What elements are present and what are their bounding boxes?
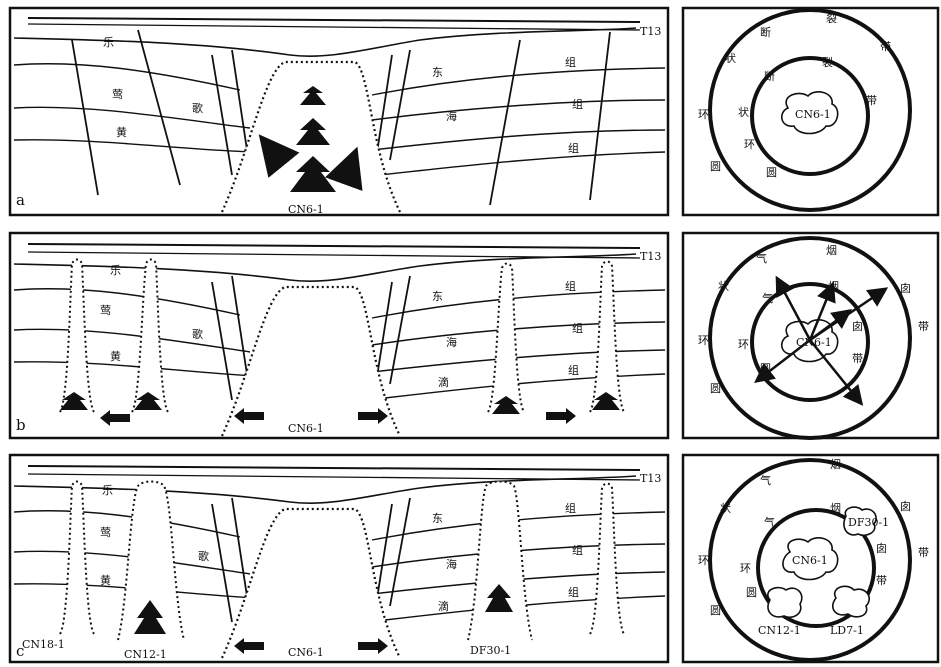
circle-char: 带 (880, 40, 891, 53)
formation-char: 组 (565, 279, 576, 293)
formation-char: 组 (572, 97, 583, 111)
circle-char: 圆 (710, 382, 721, 395)
formation-char: 组 (565, 501, 576, 515)
circle-char: 环 (698, 108, 709, 121)
circle-char: 烟 (830, 501, 841, 515)
circle-char: 环 (744, 138, 755, 151)
formation-char: 歌 (192, 101, 203, 115)
circle-well: LD7-1 (830, 624, 864, 637)
circle-char: 环 (738, 338, 749, 351)
formation-char: 东 (432, 512, 443, 525)
formation-char: 组 (572, 543, 583, 557)
circle-char: 环 (740, 562, 751, 575)
circle-char: 气 (756, 251, 767, 265)
panel-letter: a (16, 191, 25, 209)
formation-char: 歌 (198, 549, 209, 563)
formation-char: 组 (572, 321, 583, 335)
formation-char: 滴 (438, 599, 449, 613)
circle-char: 带 (918, 546, 929, 559)
circle-char: 带 (852, 352, 863, 365)
formation-char: 乐 (103, 36, 114, 49)
formation-char: 歌 (192, 327, 203, 341)
formation-char: 莺 (100, 304, 111, 317)
circle-well: DF30-1 (848, 516, 889, 529)
panel-a-circle: CN6-1 状 断 裂 带 断 裂 带 环 状 环 圆 圆 (683, 8, 938, 215)
formation-char: 滴 (438, 375, 449, 389)
circle-char: 带 (866, 94, 877, 107)
circle-char: 裂 (822, 56, 833, 69)
formation-char: 组 (568, 141, 579, 155)
formation-char: 莺 (100, 526, 111, 539)
circle-char: 烟 (828, 279, 839, 293)
formation-char: 组 (568, 363, 579, 377)
circle-char: 环 (698, 334, 709, 347)
horizon-label: T13 (640, 472, 661, 485)
panel-c-circle: CN6-1 DF30-1 CN12-1 LD7-1 气 烟 囱 带 气 烟 囱 … (683, 455, 938, 662)
panel-a-section: a CN6-1 T13 乐 莺 黄 歌 东 海 组 组 组 (10, 8, 668, 216)
circle-char: 囱 (876, 542, 887, 555)
formation-char: 东 (432, 66, 443, 79)
formation-char: 海 (446, 335, 457, 349)
formation-char: 黄 (110, 349, 121, 363)
well-label: CN6-1 (288, 422, 324, 435)
formation-char: 海 (446, 109, 457, 123)
circle-char: 圆 (710, 160, 721, 173)
panel-b-section: b CN6-1 T13 乐 莺 黄 歌 东 海 滴 组 组 组 (10, 233, 668, 438)
circle-well: CN12-1 (758, 624, 801, 637)
panel-letter: b (16, 416, 26, 434)
formation-char: 东 (432, 290, 443, 303)
formation-char: 组 (565, 55, 576, 69)
formation-char: 组 (568, 585, 579, 599)
circle-char: 气 (760, 473, 771, 487)
circle-char: 囱 (900, 500, 911, 513)
circle-char: 圆 (710, 604, 721, 617)
well-label: CN6-1 (288, 646, 324, 659)
circle-char: 环 (698, 554, 709, 567)
formation-char: 黄 (116, 125, 127, 139)
circle-char: 气 (762, 291, 773, 305)
center-well: CN6-1 (795, 108, 831, 121)
circle-char: 囱 (852, 320, 863, 333)
formation-char: 乐 (102, 484, 113, 497)
circle-char: 带 (876, 574, 887, 587)
well-label: CN6-1 (288, 203, 324, 216)
circle-char: 状 (720, 501, 731, 515)
circle-char: 烟 (830, 457, 841, 471)
circle-char: 圆 (746, 586, 757, 599)
well-label: DF30-1 (470, 644, 511, 657)
formation-char: 莺 (112, 88, 123, 101)
formation-char: 海 (446, 557, 457, 571)
circle-char: 状 (718, 279, 729, 293)
circle-char: 圆 (766, 166, 777, 179)
horizon-label: T13 (640, 250, 661, 263)
formation-char: 黄 (100, 573, 111, 587)
horizon-label: T13 (640, 25, 661, 38)
circle-char: 断 (760, 25, 771, 39)
circle-char: 圆 (760, 362, 771, 375)
panel-c-section: c CN18-1 CN12-1 CN6-1 DF30-1 T13 乐 莺 黄 歌… (10, 455, 668, 662)
circle-char: 状 (725, 51, 736, 65)
circle-char: 状 (738, 105, 749, 119)
circle-char: 囱 (900, 282, 911, 295)
panel-b-circle: CN6-1 气 烟 囱 带 气 烟 囱 带 状 环 环 圆 圆 (683, 233, 938, 438)
circle-char: 裂 (826, 12, 837, 25)
circle-well: CN6-1 (792, 554, 828, 567)
well-label: CN12-1 (124, 648, 167, 661)
formation-char: 乐 (110, 264, 121, 277)
circle-char: 带 (918, 320, 929, 333)
circle-char: 断 (764, 69, 775, 83)
circle-char: 气 (764, 515, 775, 529)
well-label: CN18-1 (22, 638, 65, 651)
circle-char: 烟 (826, 243, 837, 257)
